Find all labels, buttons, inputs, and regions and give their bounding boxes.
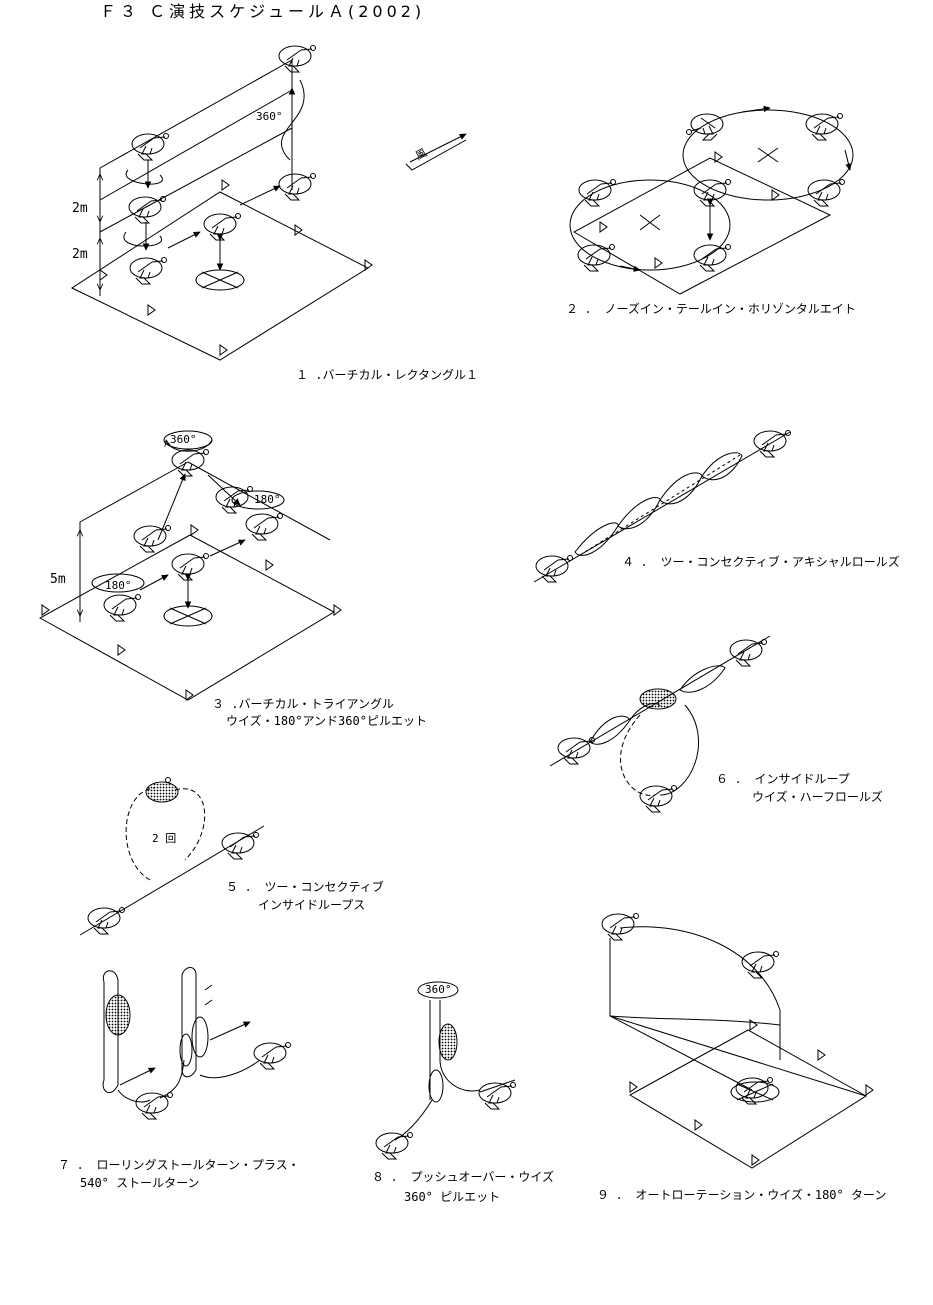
maneuver-2-caption: ２ ． ノーズイン・テールイン・ホリゾンタルエイト: [566, 302, 856, 316]
dim-label: 2 回: [152, 832, 176, 845]
dim-label: 360°: [170, 433, 197, 446]
maneuver-1-caption: １ .バーチカル・レクタングル１: [296, 368, 478, 382]
maneuver-5-caption: ５ ． ツー・コンセクティブ: [226, 880, 384, 894]
maneuver-1-diagram: [70, 45, 373, 361]
dim-label: 2m: [72, 247, 88, 262]
maneuver-6-caption-line2: ウイズ・ハーフロールズ: [752, 790, 883, 804]
dim-label: 360°: [256, 110, 283, 123]
maneuver-3-caption-line2: ウイズ・180°アンド360°ピルエット: [226, 714, 427, 728]
maneuver-9-diagram: [601, 913, 874, 1169]
dim-label: 180°: [254, 493, 281, 506]
maneuver-3-caption: ３ .バーチカル・トライアングル: [212, 697, 394, 711]
maneuver-5-diagram: [79, 777, 265, 936]
maneuver-8-caption-line2: 360° ピルエット: [404, 1190, 501, 1204]
wind-arrow: 風: [405, 133, 466, 171]
maneuver-6-caption: ６ ． インサイドループ: [716, 772, 850, 786]
maneuver-8-caption: ８ ． プッシュオーバー・ウイズ: [372, 1170, 554, 1184]
dim-label: 5m: [50, 572, 66, 587]
page-title: Ｆ３ Ｃ演技スケジュールＡ(2002): [100, 2, 426, 21]
maneuver-2-diagram: [569, 108, 854, 295]
maneuver-7-caption-line2: 540° ストールターン: [80, 1176, 200, 1190]
maneuver-8-diagram: [375, 981, 516, 1160]
maneuver-4-caption: ４ ． ツー・コンセクティブ・アキシャルロールズ: [622, 555, 900, 569]
maneuver-7-diagram: [102, 967, 291, 1120]
maneuver-3-diagram: [38, 430, 342, 701]
maneuver-5-caption-line2: インサイドループス: [258, 898, 366, 912]
maneuver-7-caption: ７ ． ローリングストールターン・プラス・: [58, 1158, 300, 1172]
maneuver-9-caption: ９ ． オートローテーション・ウイズ・180° ターン: [597, 1188, 887, 1202]
maneuver-4-diagram: [533, 430, 791, 583]
dim-label: 2m: [72, 201, 88, 216]
wind-label: 風: [413, 146, 429, 163]
dim-label: 360°: [425, 983, 452, 996]
maneuver-6-diagram: [549, 635, 771, 813]
dim-label: 180°: [105, 579, 132, 592]
